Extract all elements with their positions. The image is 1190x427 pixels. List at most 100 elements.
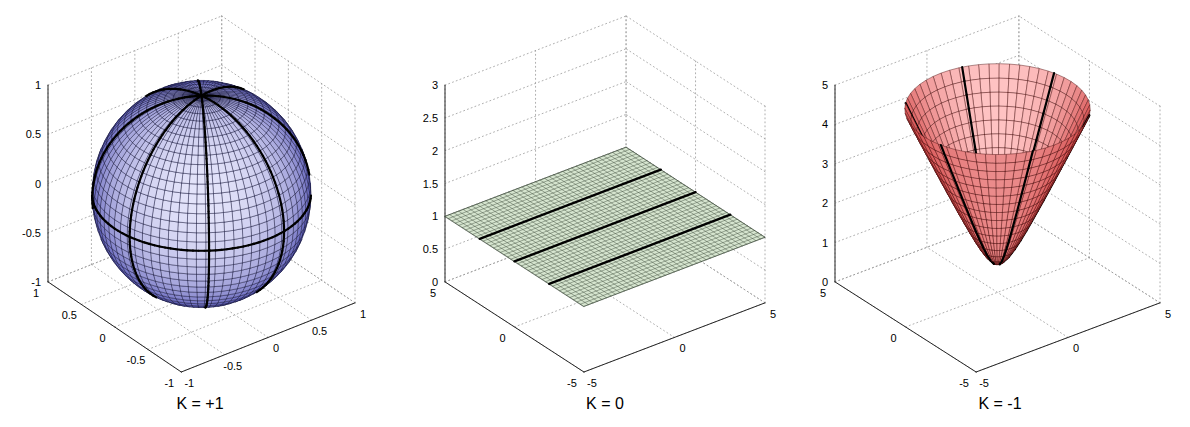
sphere-face — [310, 196, 311, 209]
sphere-face — [197, 204, 206, 214]
axes-frame — [48, 16, 355, 372]
sphere-face — [206, 267, 215, 275]
sphere-face — [198, 155, 205, 164]
surface-face — [991, 120, 999, 134]
axes-frame — [835, 16, 1160, 372]
sphere-face — [252, 242, 260, 253]
grid-line — [1019, 16, 1160, 106]
surface-face — [999, 120, 1007, 134]
sphere-face — [199, 307, 204, 308]
surface-face — [992, 133, 999, 147]
sphere-face — [172, 192, 181, 203]
sphere-face — [189, 184, 197, 194]
sphere-face — [197, 251, 207, 259]
axis-line — [835, 85, 836, 282]
sphere-face — [225, 230, 234, 240]
sphere-face — [206, 213, 215, 223]
sphere-face — [92, 196, 93, 209]
geodesic-line — [310, 195, 312, 198]
plane-plot — [445, 16, 765, 372]
sphere-face — [213, 183, 222, 194]
sphere-face — [243, 244, 252, 254]
sphere-face — [128, 236, 136, 248]
sphere-face — [211, 97, 220, 100]
sphere-face — [188, 274, 197, 281]
sphere-face — [225, 248, 234, 258]
grid-line — [976, 303, 1160, 372]
sphere-face — [199, 121, 203, 129]
sphere-face — [202, 96, 208, 101]
sphere-face — [206, 194, 215, 204]
grid-line — [81, 235, 255, 304]
grid-line — [1019, 134, 1160, 224]
sphere-face — [169, 230, 178, 240]
sphere-face — [189, 287, 198, 293]
grid-line — [835, 85, 836, 282]
grid-line — [1019, 55, 1160, 145]
mesh-line — [514, 192, 695, 261]
axes-frame — [445, 16, 765, 372]
mesh-line — [549, 215, 730, 284]
grid-line — [445, 16, 626, 85]
sphere-face — [197, 274, 206, 281]
grid-line — [222, 16, 355, 106]
grid-line — [91, 68, 92, 265]
grid-line — [148, 280, 322, 349]
geodesic-line — [205, 306, 208, 309]
sphere-face — [215, 212, 224, 222]
sphere-face — [197, 194, 206, 204]
grid-line — [48, 85, 49, 282]
sphere-face — [179, 280, 188, 287]
grid-line — [181, 303, 355, 372]
surface-face — [999, 133, 1006, 147]
grid-line — [48, 282, 181, 372]
grid-line — [626, 82, 765, 172]
grid-line — [835, 173, 1019, 242]
sphere-face — [178, 232, 188, 242]
sphere-face — [215, 266, 225, 274]
sphere-face — [198, 301, 205, 304]
grid-line — [1019, 95, 1160, 185]
sphere-face — [206, 281, 215, 287]
sphere-face — [214, 280, 223, 287]
sphere-face — [205, 292, 213, 297]
sphere-face — [162, 200, 172, 211]
grid-line — [222, 114, 355, 204]
sphere-face — [180, 193, 189, 204]
sphere-face — [233, 219, 242, 230]
sphere-face — [169, 239, 178, 249]
sphere-face — [175, 172, 184, 183]
grid-line — [906, 258, 1090, 327]
grid-line — [222, 65, 355, 155]
grid-line — [222, 213, 355, 303]
sphere-face — [216, 258, 226, 267]
grid-line — [1019, 173, 1160, 263]
sphere-face — [198, 146, 204, 155]
grid-line — [115, 258, 289, 327]
sphere-face — [179, 212, 188, 222]
sphere-face — [183, 93, 192, 94]
mesh-line — [448, 149, 629, 218]
grid-line — [445, 85, 446, 282]
sphere-face — [170, 211, 180, 222]
geodesic-line — [549, 215, 730, 284]
sphere-face — [206, 259, 216, 267]
sphere-face — [151, 244, 160, 254]
sphere-face — [214, 203, 223, 214]
axis-line — [976, 303, 1160, 372]
sphere-face — [206, 287, 215, 293]
sphere-face — [92, 188, 93, 202]
sphere-face — [173, 182, 182, 193]
sphere-face — [198, 165, 205, 175]
sphere-face — [171, 202, 180, 213]
sphere-face — [199, 129, 204, 137]
sphere-face — [197, 267, 206, 274]
mesh-line — [445, 147, 626, 216]
sphere-face — [187, 242, 197, 251]
grid-line — [48, 114, 222, 183]
sphere-face — [216, 249, 225, 258]
sphere-face — [179, 203, 188, 214]
sphere-face — [189, 194, 198, 204]
sphere-face — [192, 146, 198, 155]
